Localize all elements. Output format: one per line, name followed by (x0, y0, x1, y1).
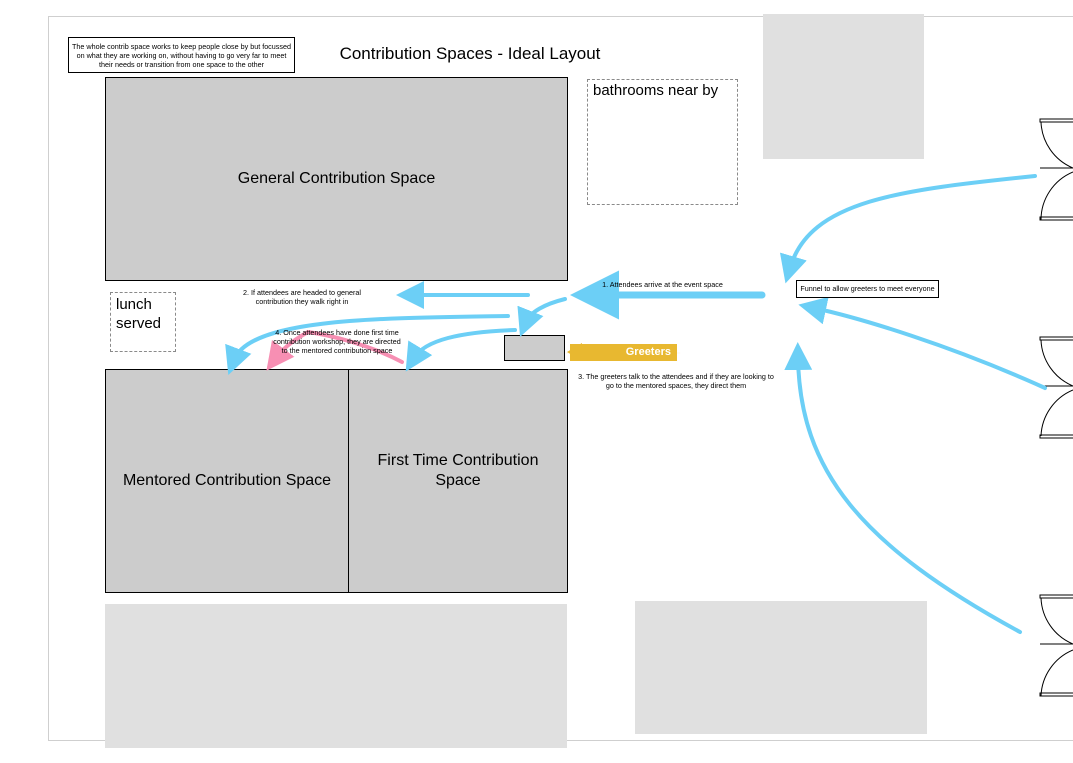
door-top (1039, 118, 1073, 221)
placeholder-bottom-right (635, 601, 927, 734)
mentored-contribution-space[interactable]: Mentored Contribution Space (105, 369, 349, 593)
door-middle (1039, 336, 1073, 439)
door-bottom (1039, 594, 1073, 697)
arrow-to-first-time (405, 328, 517, 372)
placeholder-top-right (763, 14, 924, 159)
greeters-tag: Greeters (570, 344, 677, 361)
bathrooms-label: bathrooms near by (593, 82, 719, 99)
step4-label: 4. Once attendees have done first time c… (273, 328, 401, 355)
first-time-space-label: First Time Contribution Space (377, 452, 539, 489)
arrow-first-time-to-mentored (266, 329, 404, 371)
first-time-contribution-space[interactable]: First Time Contribution Space (348, 369, 568, 593)
arrow-door-bottom-to-funnel (784, 342, 1022, 634)
step1-label: 1. Attendees arrive at the event space (602, 280, 723, 289)
general-contribution-space[interactable]: General Contribution Space (105, 77, 568, 281)
lunch-area: lunch served (110, 292, 176, 352)
arrow-to-mentored (225, 314, 510, 375)
general-space-label: General Contribution Space (237, 170, 436, 187)
bathrooms-area: bathrooms near by (587, 79, 738, 205)
lunch-label: lunch served (116, 296, 162, 332)
arrow-door-top-to-funnel (779, 174, 1037, 284)
placeholder-bottom-left (105, 604, 567, 748)
funnel-note: Funnel to allow greeters to meet everyon… (796, 280, 939, 298)
step3-label: 3. The greeters talk to the attendees an… (578, 372, 774, 390)
arrow-door-middle-to-funnel (798, 296, 1047, 390)
arrow-greeter-split (517, 297, 567, 337)
diagram-title: Contribution Spaces - Ideal Layout (339, 44, 601, 63)
step2-label: 2. If attendees are headed to general co… (243, 288, 361, 306)
mentored-space-label: Mentored Contribution Space (122, 472, 332, 489)
intro-note: The whole contrib space works to keep pe… (68, 37, 295, 73)
